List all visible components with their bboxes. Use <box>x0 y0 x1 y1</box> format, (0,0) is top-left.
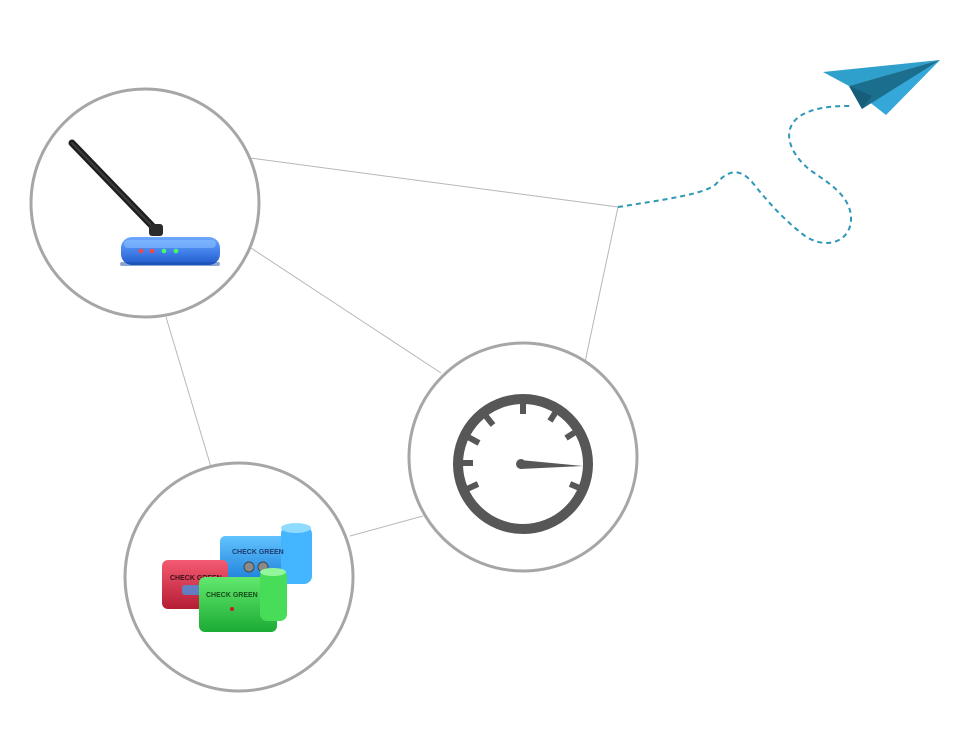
dashed-flight-path <box>617 105 853 244</box>
red-logger-label: CHECK GREEN <box>170 575 222 582</box>
gauge-node <box>407 341 639 573</box>
green-data-logger-icon: CHECK GREEN <box>199 568 287 632</box>
blue-logger-label: CHECK GREEN <box>232 549 284 556</box>
green-logger-label: CHECK GREEN <box>206 592 258 599</box>
router-node <box>29 87 261 319</box>
router-node-circle <box>29 87 261 319</box>
connector-router-to-gauge <box>250 247 442 374</box>
connector-gauge-to-endpoint <box>584 206 619 363</box>
connector-router-to-endpoint <box>249 157 619 208</box>
connector-lines <box>165 157 619 537</box>
data-logger-devices-icon: CHECK GREEN CHECK GREEN CHECK GREEN <box>162 523 312 632</box>
wireless-router-icon <box>68 139 220 266</box>
gauge-node-circle <box>407 341 639 573</box>
connector-router-to-loggers <box>165 316 212 468</box>
data-logger-node: CHECK GREEN CHECK GREEN CHECK GREEN <box>123 461 355 693</box>
paper-plane-icon <box>823 60 940 115</box>
connector-loggers-to-gauge <box>349 515 424 537</box>
speedometer-gauge-icon <box>453 394 593 534</box>
